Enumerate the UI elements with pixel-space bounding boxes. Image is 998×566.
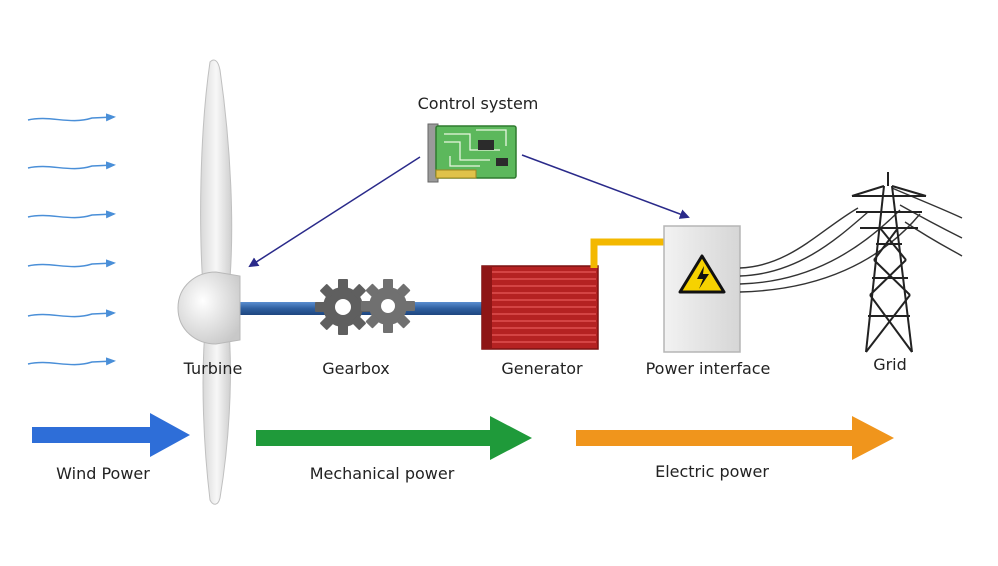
gearbox-label: Gearbox bbox=[322, 359, 390, 378]
electric-power-label: Electric power bbox=[655, 462, 769, 481]
wind-line bbox=[27, 113, 116, 122]
power-interface-cabinet bbox=[663, 225, 741, 353]
wind-line bbox=[27, 309, 116, 318]
gearbox-icon bbox=[315, 279, 415, 335]
circuit-board-icon bbox=[427, 123, 517, 183]
turbine-hub bbox=[177, 271, 241, 345]
turbine-blade-bottom bbox=[202, 317, 231, 505]
wind-lines bbox=[27, 113, 116, 366]
turbine-icon bbox=[177, 59, 241, 505]
control-system-label: Control system bbox=[418, 94, 539, 113]
wind-line bbox=[27, 357, 116, 366]
control-arrow-to-turbine bbox=[248, 156, 421, 268]
transmission-wires bbox=[739, 187, 963, 293]
gear-icon bbox=[361, 279, 415, 333]
mechanical-power-label: Mechanical power bbox=[310, 464, 455, 483]
turbine-blade-top bbox=[200, 59, 233, 301]
wind-line bbox=[27, 210, 116, 219]
grid-label: Grid bbox=[873, 355, 907, 374]
transmission-tower-icon bbox=[851, 172, 927, 353]
control-arrow-to-power-interface bbox=[521, 154, 690, 219]
gear-icon bbox=[315, 279, 371, 335]
mechanical-power-arrow bbox=[256, 416, 532, 460]
wind-line bbox=[27, 259, 116, 268]
generator-icon bbox=[481, 265, 599, 350]
power-cable bbox=[590, 238, 664, 268]
generator-label: Generator bbox=[501, 359, 583, 378]
wind-line bbox=[27, 161, 116, 170]
turbine-label: Turbine bbox=[183, 359, 243, 378]
wind-power-arrow bbox=[32, 413, 190, 457]
high-voltage-warning-icon bbox=[678, 254, 726, 294]
electric-power-arrow bbox=[576, 416, 894, 460]
wind-power-label: Wind Power bbox=[56, 464, 150, 483]
power-interface-label: Power interface bbox=[646, 359, 771, 378]
